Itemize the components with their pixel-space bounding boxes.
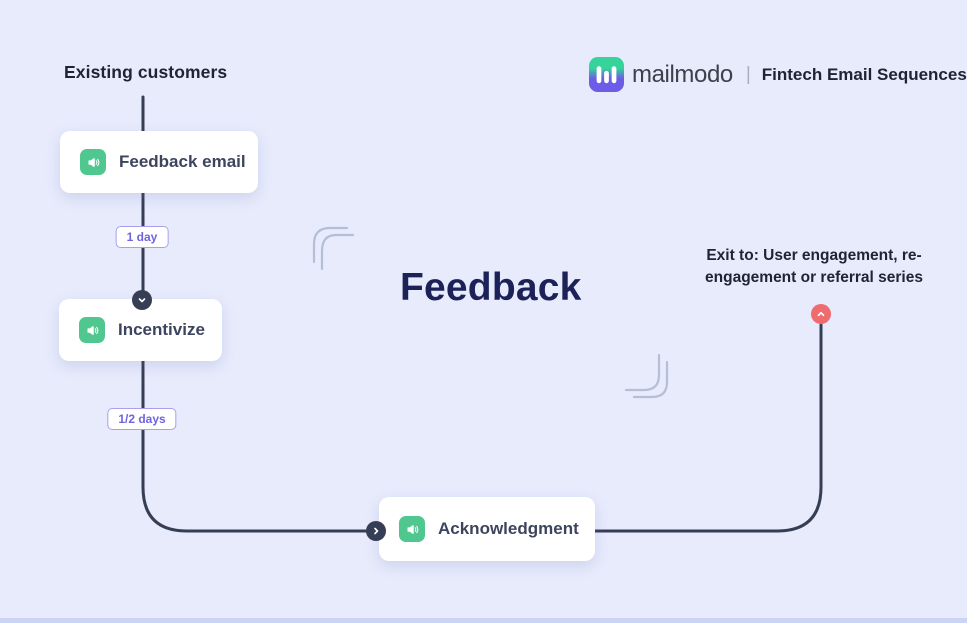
delay-badge-half-2-days[interactable]: 1/2 days bbox=[107, 408, 177, 430]
series-title: Fintech Email Sequences bbox=[761, 64, 967, 84]
footer-strip bbox=[0, 618, 967, 623]
exit-note-line2: engagement or referral series bbox=[705, 269, 923, 286]
decor-corner-bottom bbox=[624, 353, 669, 399]
step-label: Feedback email bbox=[119, 152, 246, 171]
step-card-feedback-email[interactable]: Feedback email bbox=[60, 131, 258, 193]
step-card-acknowledgment[interactable]: Acknowledgment bbox=[379, 497, 595, 561]
exit-note: Exit to: User engagement, re- engagement… bbox=[694, 245, 934, 289]
chevron-up-icon bbox=[817, 311, 825, 317]
flow-exit-node[interactable] bbox=[811, 304, 831, 324]
megaphone-icon bbox=[79, 317, 105, 343]
step-label: Acknowledgment bbox=[438, 519, 579, 538]
brand-name: mailmodo bbox=[632, 60, 733, 88]
chevron-right-icon bbox=[374, 527, 379, 535]
exit-note-line1: Exit to: User engagement, re- bbox=[706, 247, 922, 264]
entry-label: Existing customers bbox=[64, 62, 228, 82]
step-label: Incentivize bbox=[118, 320, 205, 339]
mailmodo-logo-icon bbox=[589, 57, 624, 92]
megaphone-icon bbox=[399, 516, 425, 542]
flow-node-forward[interactable] bbox=[366, 521, 386, 541]
brand-divider: | bbox=[745, 63, 751, 85]
decor-corner-top bbox=[312, 226, 355, 271]
chevron-down-icon bbox=[138, 298, 146, 303]
delay-badge-1-day[interactable]: 1 day bbox=[115, 226, 169, 248]
brand-row: mailmodo | Fintech Email Sequences bbox=[589, 57, 967, 92]
flow-title: Feedback bbox=[400, 266, 582, 309]
flow-node-next[interactable] bbox=[132, 290, 152, 310]
megaphone-icon bbox=[80, 149, 106, 175]
